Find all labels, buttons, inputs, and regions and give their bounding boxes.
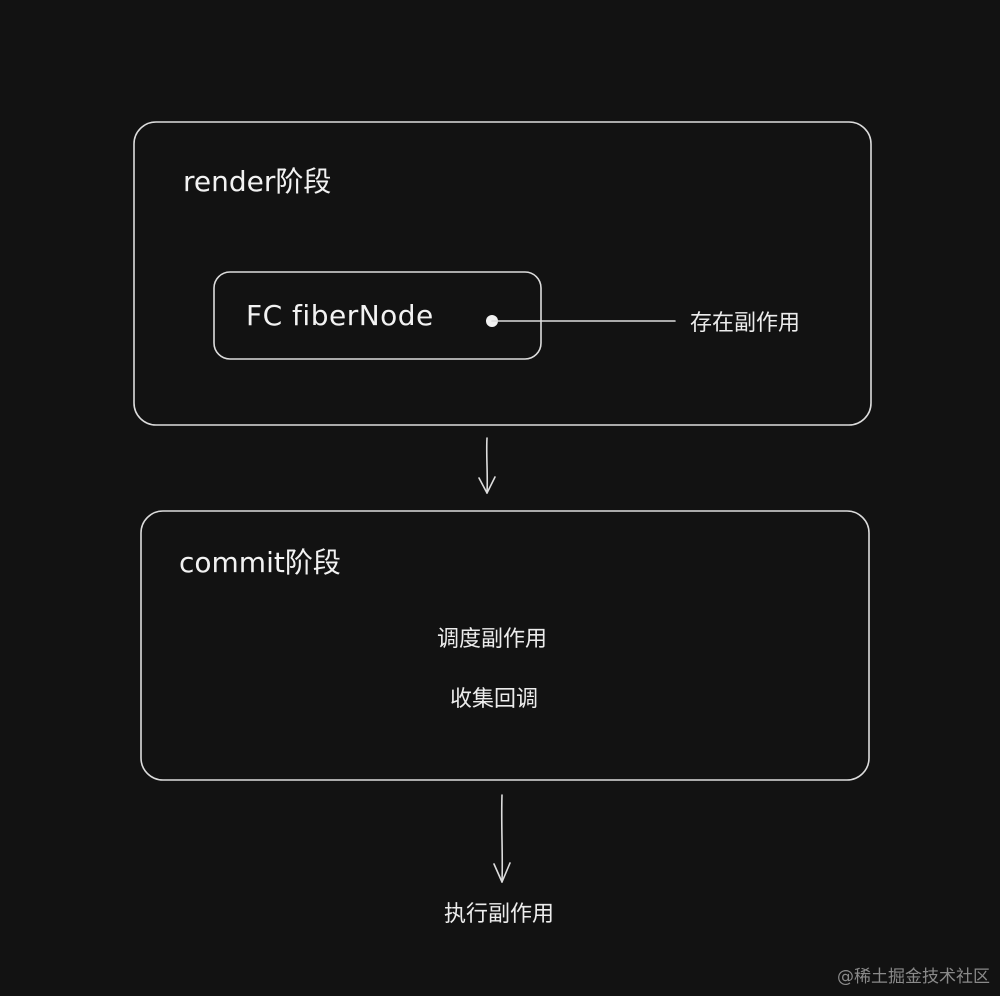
watermark: @稀土掘金技术社区 [837, 967, 990, 987]
commit-phase-title: commit阶段 [179, 546, 341, 579]
side-effect-annotation: 存在副作用 [690, 311, 800, 336]
commit-phase-box [140, 510, 870, 781]
fiber-node-box [213, 271, 542, 360]
arrow-shaft [485, 437, 489, 494]
arrow-render-to-commit [478, 437, 496, 494]
execute-side-effect-label: 执行副作用 [444, 902, 554, 927]
commit-item-schedule: 调度副作用 [437, 627, 547, 652]
arrow-head [478, 476, 496, 494]
fiber-node-label: FC fiberNode [246, 299, 434, 332]
arrow-shaft [500, 794, 504, 883]
render-phase-box [133, 121, 872, 426]
commit-item-collect: 收集回调 [450, 687, 538, 712]
arrow-head [493, 862, 511, 883]
arrow-commit-to-result [493, 794, 511, 883]
commit-phase-group: commit阶段 调度副作用 收集回调 [140, 510, 870, 781]
render-phase-title: render阶段 [183, 165, 331, 198]
render-phase-group: render阶段 FC fiberNode 存在副作用 [133, 121, 872, 426]
